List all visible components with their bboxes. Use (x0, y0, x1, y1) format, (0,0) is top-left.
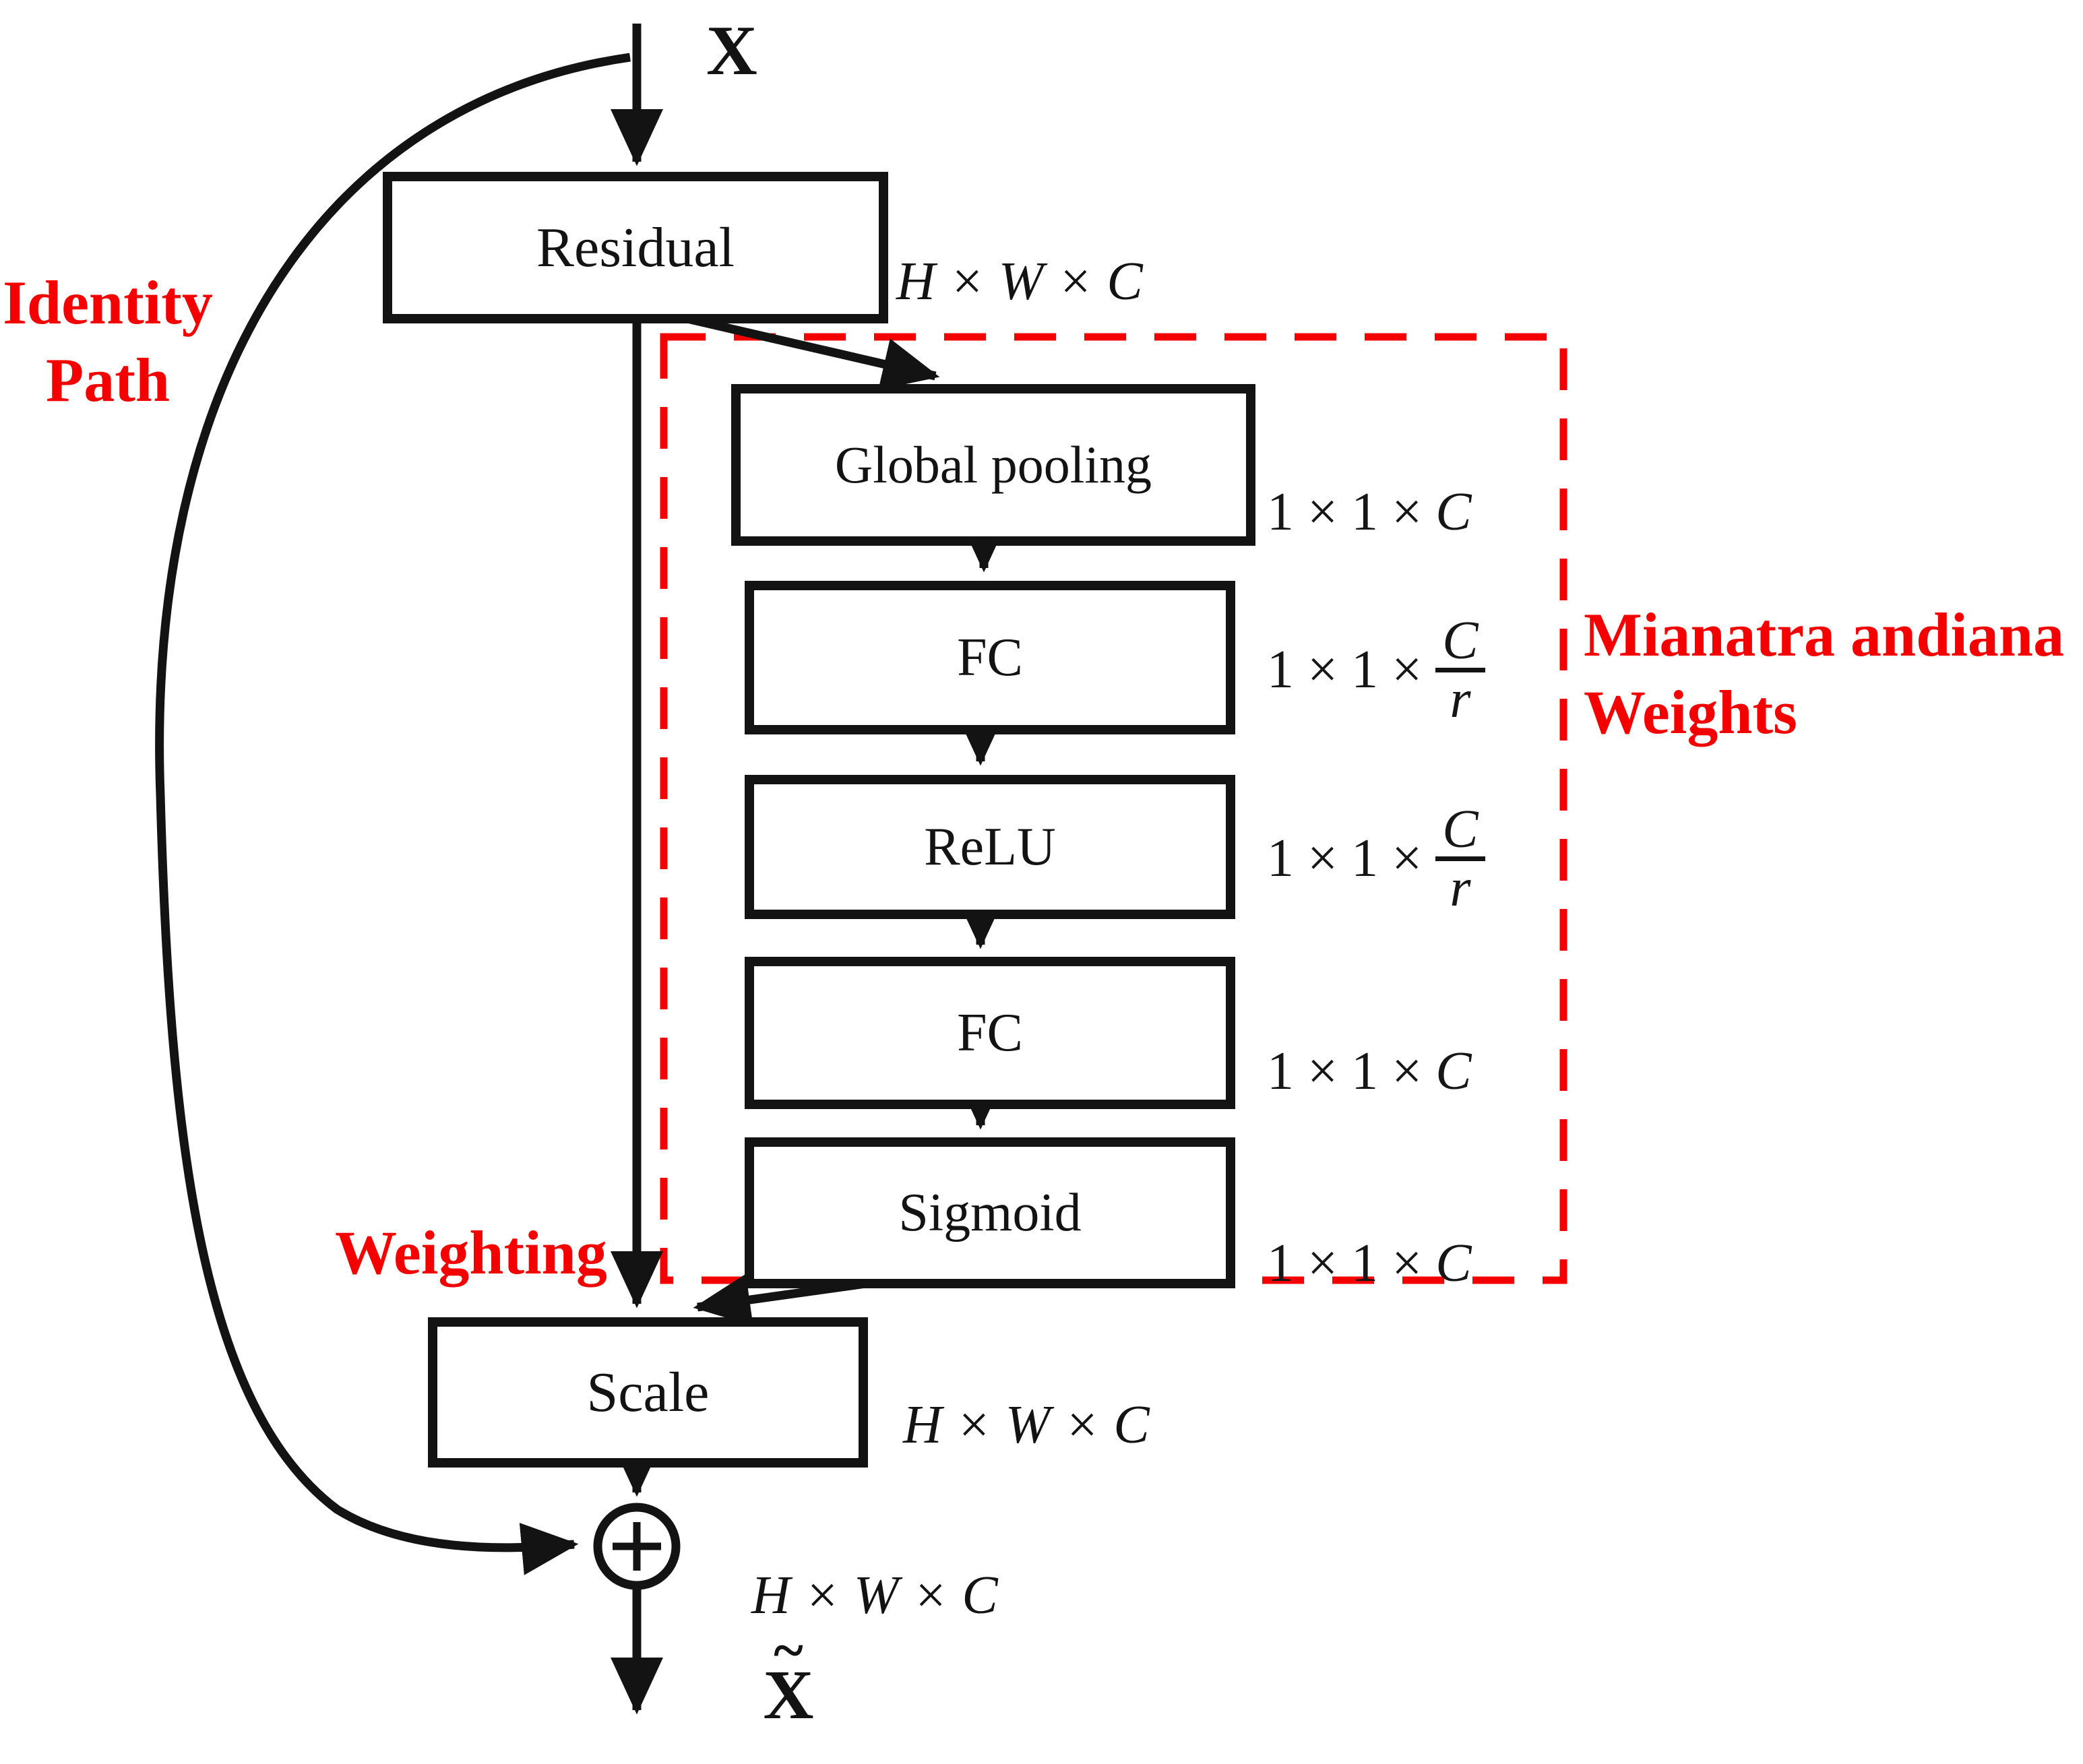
fc2-dims-prefix: 1 × 1 × (1267, 1042, 1423, 1101)
fc2-box: FC (745, 957, 1235, 1109)
relu-dims-denominator: r (1450, 858, 1471, 918)
sigmoid-box: Sigmoid (745, 1137, 1235, 1288)
fc1-dims-denominator: r (1450, 670, 1471, 729)
output-tensor-label: ~ X (731, 1622, 846, 1734)
relu-box: ReLU (745, 775, 1235, 919)
fc2-dims-var: C (1435, 1042, 1472, 1101)
module-weights-annotation: Mianatra andiana Weights (1584, 596, 2069, 751)
scale-box: Scale (428, 1317, 868, 1468)
fc1-dims-prefix: 1 × 1 × (1267, 640, 1423, 699)
identity-path-line2: Path (46, 346, 170, 414)
relu-box-label: ReLU (924, 817, 1056, 877)
scale-box-label: Scale (586, 1360, 710, 1424)
fc1-output-dims: 1 × 1 × C r (1267, 614, 1485, 729)
fc1-box-label: FC (957, 628, 1023, 687)
residual-output-dims: H × W × C (896, 252, 1143, 311)
plus-icon (613, 1522, 661, 1571)
fc1-dims-numerator: C (1435, 614, 1485, 672)
module-weights-line2: Weights (1584, 678, 1797, 747)
scale-output-dims: H × W × C (903, 1395, 1150, 1455)
fc2-box-label: FC (957, 1003, 1023, 1063)
residual-box: Residual (383, 172, 888, 323)
identity-path-annotation: Identity Path (0, 264, 216, 419)
identity-path-line1: Identity (3, 268, 213, 337)
input-tensor-label: X (706, 11, 757, 90)
sigmoid-dims-prefix: 1 × 1 × (1267, 1234, 1423, 1293)
fc2-output-dims: 1 × 1 × C (1267, 1041, 1472, 1102)
se-module-dashed-border (660, 333, 1567, 1284)
relu-dims-numerator: C (1435, 802, 1485, 861)
sum-output-dims: H × W × C (751, 1566, 998, 1625)
identity-path-curve (155, 53, 631, 1575)
pool-dims-var: C (1435, 482, 1472, 542)
fc1-dims-fraction: C r (1435, 614, 1485, 729)
sigmoid-output-dims: 1 × 1 × C (1267, 1233, 1472, 1294)
global-pooling-box-label: Global pooling (834, 435, 1152, 494)
fc1-box: FC (745, 581, 1235, 734)
pool-dims-prefix: 1 × 1 × (1267, 482, 1423, 542)
relu-dims-fraction: C r (1435, 802, 1485, 918)
module-weights-line1: Mianatra andiana (1584, 600, 2065, 669)
sigmoid-box-label: Sigmoid (898, 1183, 1082, 1242)
relu-dims-prefix: 1 × 1 × (1267, 829, 1423, 888)
output-x: X (763, 1656, 814, 1734)
weighting-annotation: Weighting (335, 1218, 607, 1287)
pool-output-dims: 1 × 1 × C (1267, 482, 1472, 543)
sigmoid-dims-var: C (1435, 1234, 1472, 1293)
relu-output-dims: 1 × 1 × C r (1267, 802, 1485, 918)
residual-box-label: Residual (536, 216, 735, 279)
global-pooling-box: Global pooling (731, 384, 1255, 546)
